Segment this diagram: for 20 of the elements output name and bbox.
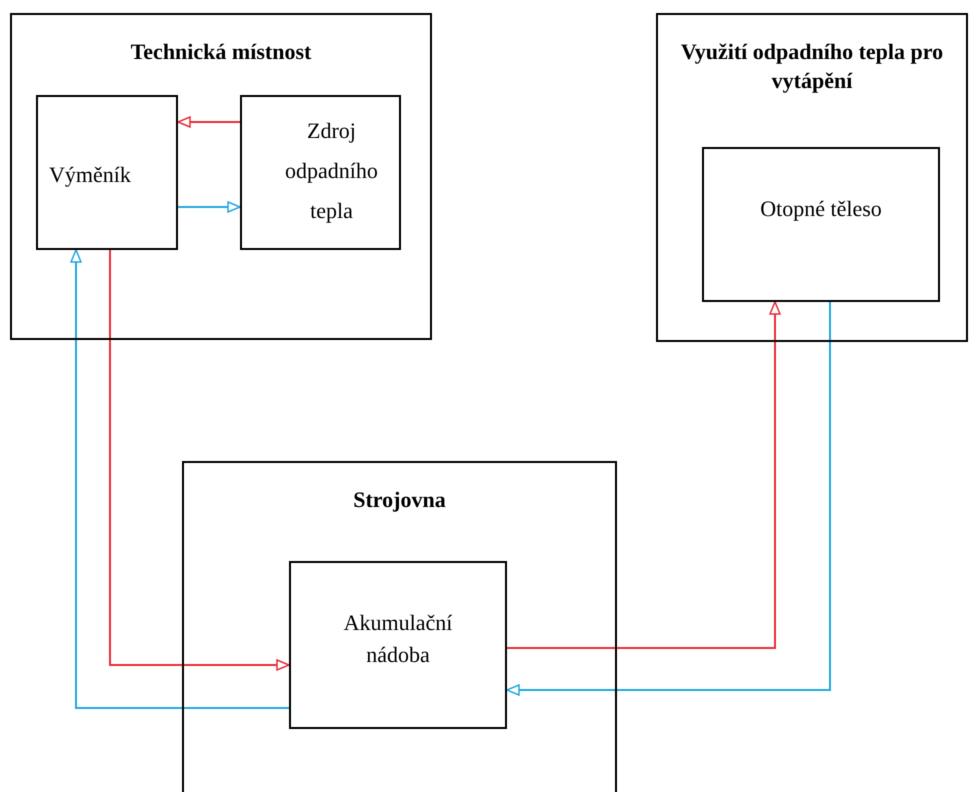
flow-arrow bbox=[507, 301, 781, 649]
component-box bbox=[289, 561, 507, 729]
component-box bbox=[702, 147, 940, 302]
group-heading: Využití odpadního tepla pro vytápění bbox=[680, 38, 944, 95]
flow-arrow bbox=[70, 249, 289, 709]
flow-arrow bbox=[109, 250, 290, 671]
node-label: Zdroj odpadního tepla bbox=[284, 117, 379, 225]
component-box bbox=[36, 95, 178, 250]
node-label: Otopné těleso bbox=[760, 195, 882, 223]
node-label: Výměník bbox=[49, 161, 131, 189]
group-heading: Technická místnost bbox=[130, 38, 312, 66]
room-box bbox=[656, 13, 968, 342]
flow-arrow bbox=[178, 201, 241, 213]
room-box bbox=[10, 13, 432, 340]
group-heading: Strojovna bbox=[352, 486, 447, 514]
flow-arrow bbox=[506, 302, 831, 696]
component-box bbox=[240, 95, 401, 250]
flow-arrow bbox=[177, 116, 240, 128]
node-label: Akumulační nádoba bbox=[342, 609, 454, 669]
room-box bbox=[182, 461, 617, 792]
